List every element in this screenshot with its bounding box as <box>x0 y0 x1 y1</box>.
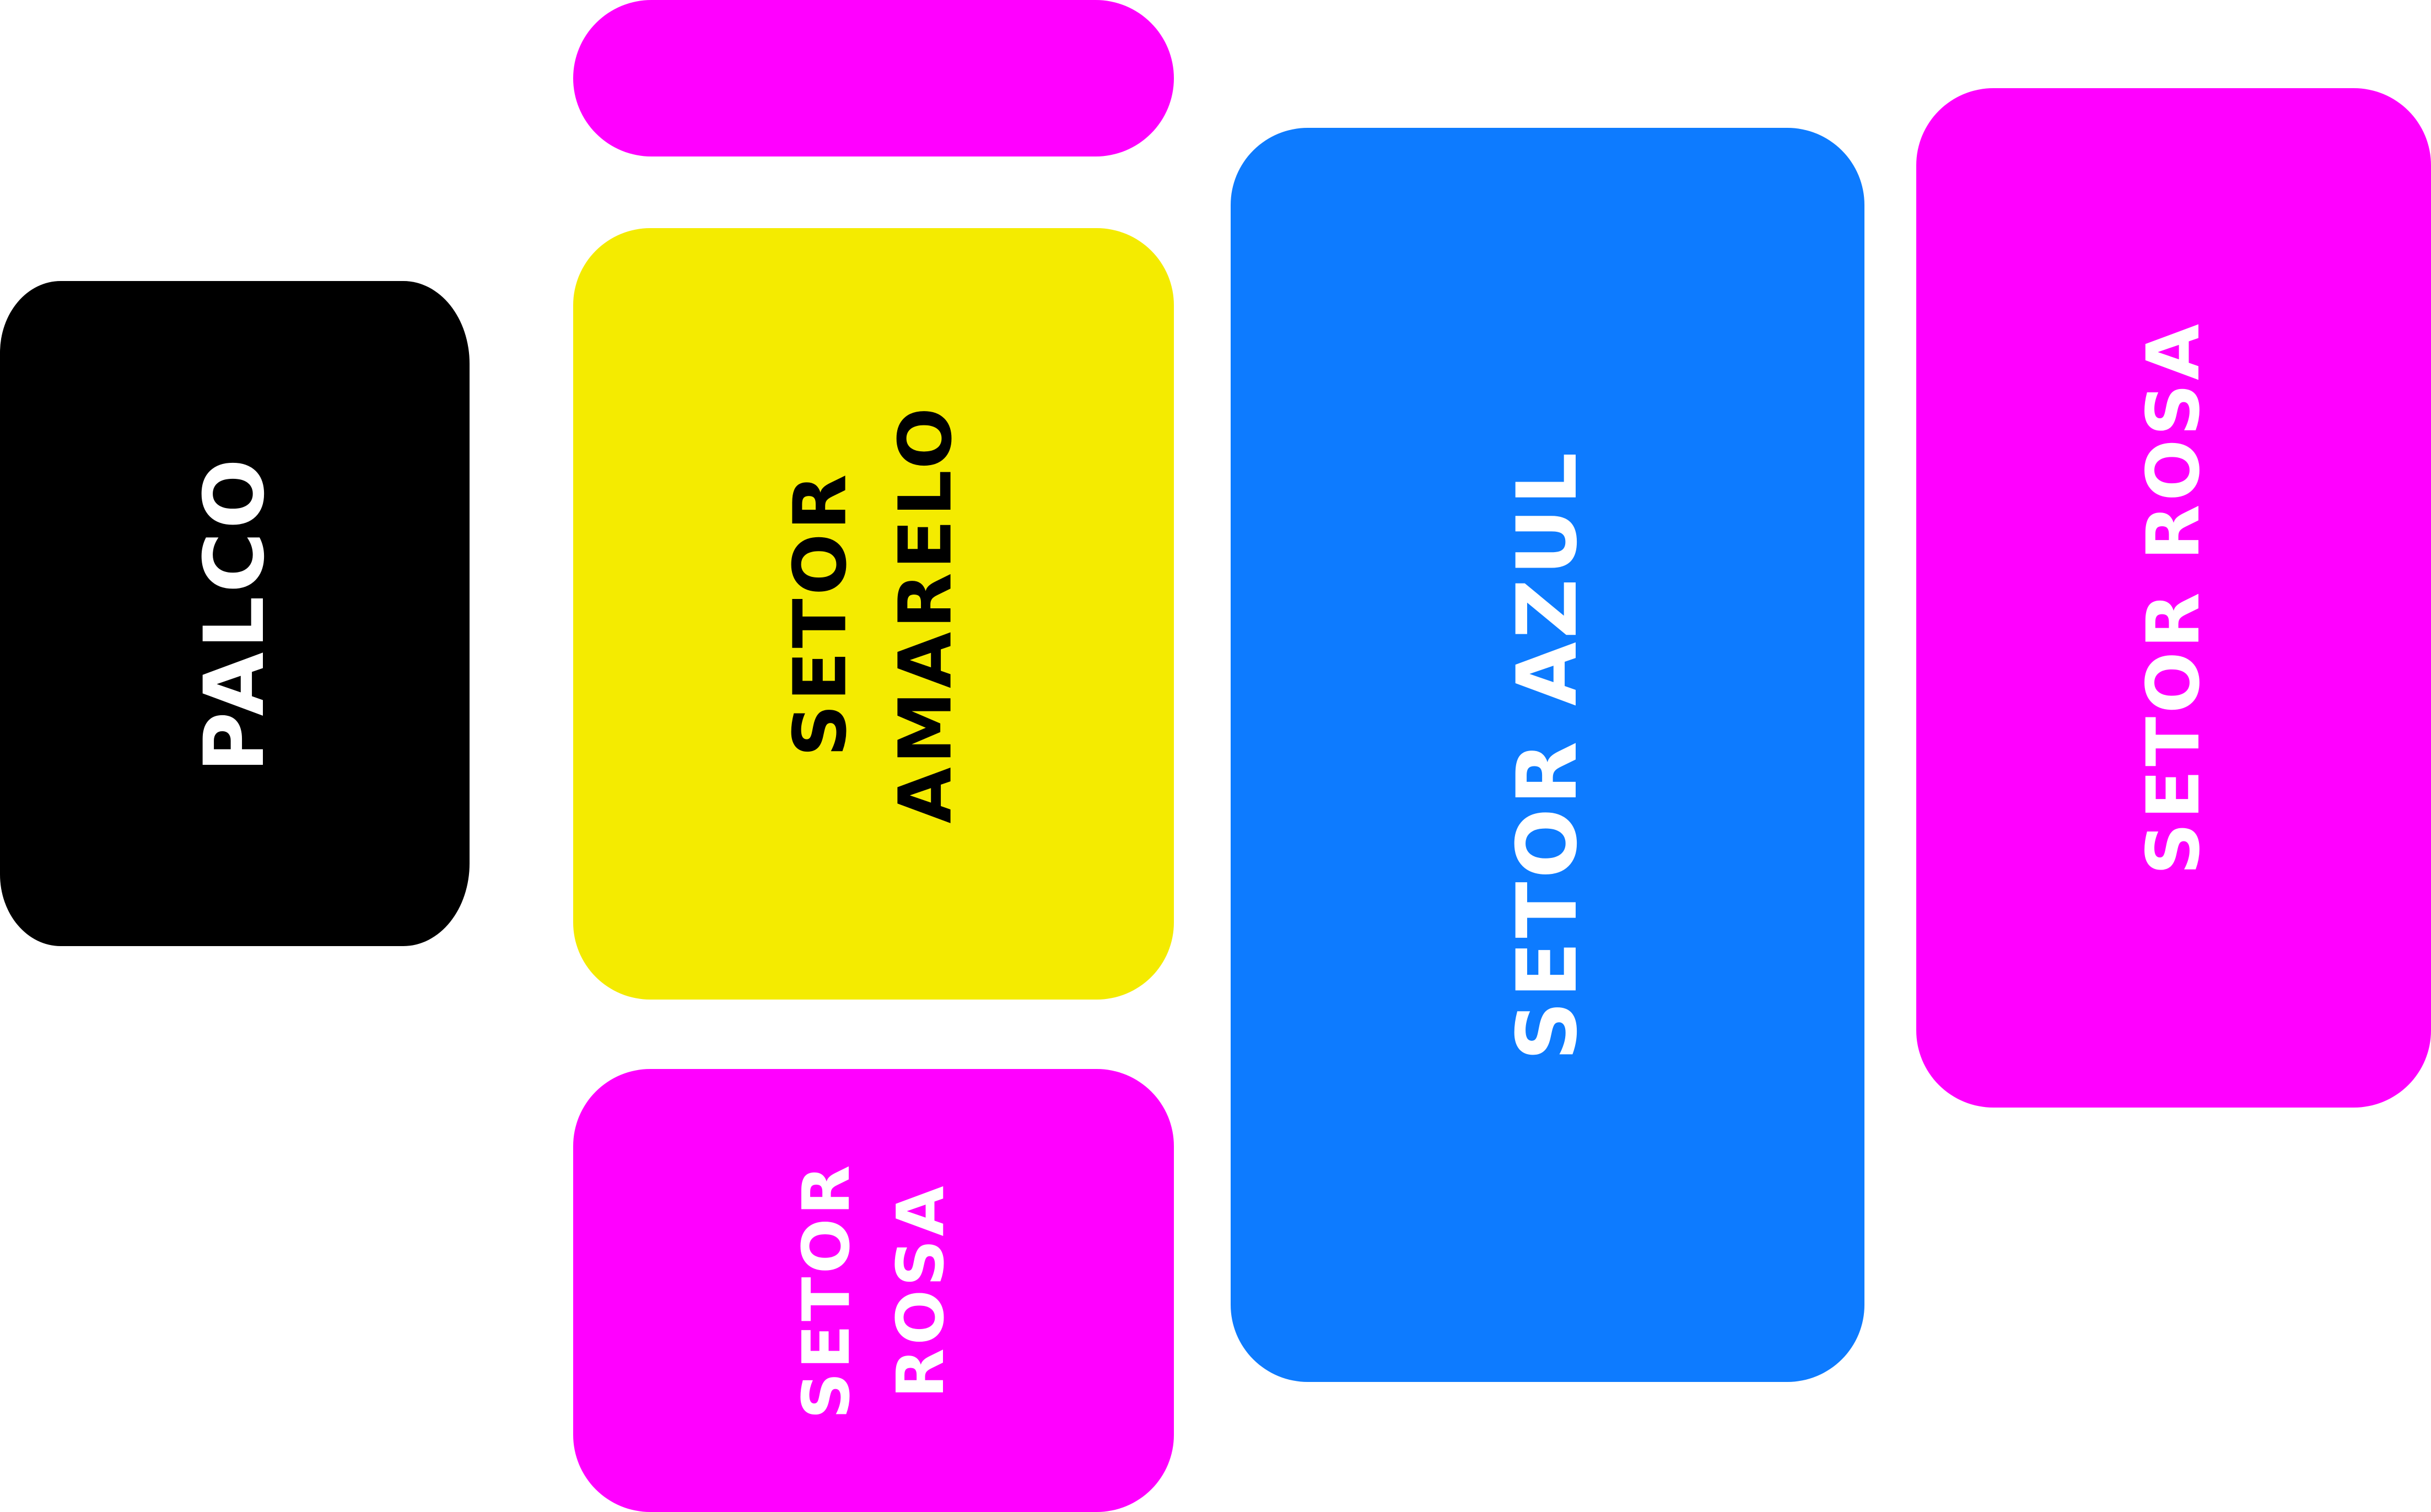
setor-rosa-left-label-line2: ROSA <box>882 1182 958 1398</box>
setor-rosa-right-label: SETOR ROSA <box>2131 320 2216 876</box>
palco-stage-area[interactable]: PALCO <box>0 281 470 946</box>
setor-rosa-right[interactable]: SETOR ROSA <box>1916 88 2431 1108</box>
setor-rosa-left-label: SETOR ROSA <box>779 1162 968 1419</box>
setor-amarelo[interactable]: SETOR AMARELO <box>573 228 1174 1000</box>
setor-rosa-left[interactable]: SETOR ROSA <box>573 1069 1174 1512</box>
setor-amarelo-label-line2: AMARELO <box>883 404 968 824</box>
setor-rosa-left-label-line1: SETOR <box>788 1162 864 1419</box>
setor-amarelo-label: SETOR AMARELO <box>768 404 979 823</box>
palco-label: PALCO <box>187 455 283 773</box>
setor-azul-label: SETOR AZUL <box>1500 449 1595 1061</box>
setor-azul[interactable]: SETOR AZUL <box>1231 128 1864 1382</box>
setor-amarelo-label-line1: SETOR <box>778 471 863 757</box>
top-magenta-sector[interactable] <box>573 0 1174 156</box>
